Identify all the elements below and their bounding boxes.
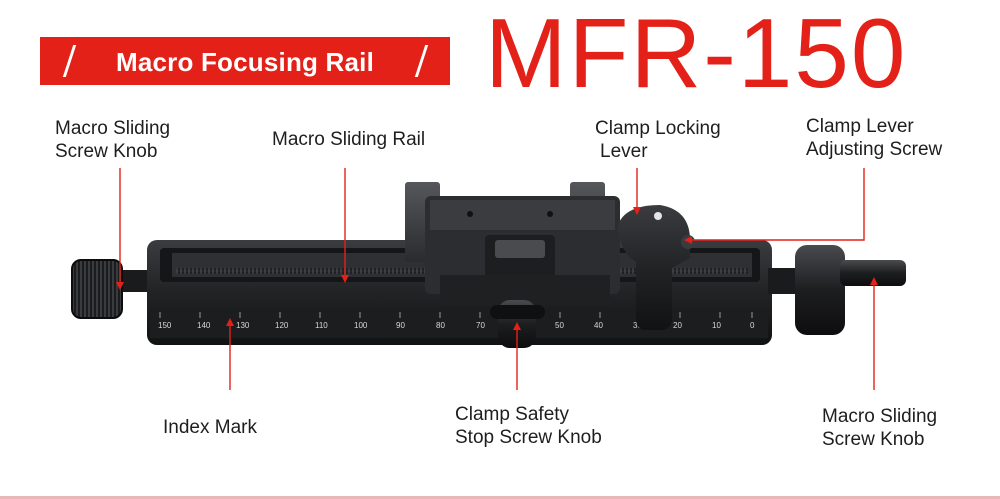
label-index-mark: Index Mark bbox=[163, 417, 257, 438]
scale-tick: 110 bbox=[315, 321, 328, 330]
label-line: Clamp Lever bbox=[806, 116, 914, 137]
scale-tick: 100 bbox=[354, 321, 368, 330]
label-line: Screw Knob bbox=[55, 141, 158, 162]
scale-tick: 0 bbox=[750, 321, 755, 330]
label-line: Clamp Safety bbox=[455, 404, 570, 425]
scale-tick: 20 bbox=[673, 321, 682, 330]
scale-tick: 130 bbox=[236, 321, 250, 330]
label-line: Screw Knob bbox=[822, 429, 925, 450]
scale-tick: 70 bbox=[476, 321, 485, 330]
label-left-sliding-knob: Macro Sliding Screw Knob bbox=[55, 117, 170, 163]
scale-tick: 10 bbox=[712, 321, 721, 330]
scale-tick: 150 bbox=[158, 321, 172, 330]
right-sliding-knob bbox=[768, 245, 906, 335]
label-clamp-locking-lever: Clamp Locking Lever bbox=[595, 117, 721, 163]
label-line: Lever bbox=[600, 141, 648, 162]
scale-tick: 140 bbox=[197, 321, 211, 330]
bottom-divider bbox=[0, 496, 1000, 499]
scale-tick: 40 bbox=[594, 321, 603, 330]
scale-tick: 80 bbox=[436, 321, 445, 330]
scale-tick: 120 bbox=[275, 321, 289, 330]
title-banner: Macro Focusing Rail bbox=[40, 37, 450, 85]
scale-tick: 90 bbox=[396, 321, 405, 330]
scale-tick: 50 bbox=[555, 321, 564, 330]
callout-lines bbox=[119, 168, 875, 390]
label-lever-adjusting-screw: Clamp Lever Adjusting Screw bbox=[806, 115, 942, 161]
label-line: Macro Sliding bbox=[822, 406, 938, 427]
clamp-block bbox=[405, 182, 620, 305]
label-line: Stop Screw Knob bbox=[455, 427, 602, 448]
label-line: Clamp Locking bbox=[595, 118, 721, 139]
callout-arrowheads bbox=[116, 207, 878, 330]
label-sliding-rail: Macro Sliding Rail bbox=[272, 129, 426, 150]
banner-title: Macro Focusing Rail bbox=[115, 47, 375, 77]
label-safety-stop-knob: Clamp Safety Stop Screw Knob bbox=[455, 403, 602, 449]
label-right-sliding-knob: Macro Sliding Screw Knob bbox=[822, 405, 937, 451]
model-name: MFR-150 bbox=[485, 0, 908, 108]
label-line: Macro Sliding bbox=[55, 118, 171, 139]
label-line: Adjusting Screw bbox=[806, 139, 943, 160]
left-sliding-knob bbox=[71, 259, 158, 319]
